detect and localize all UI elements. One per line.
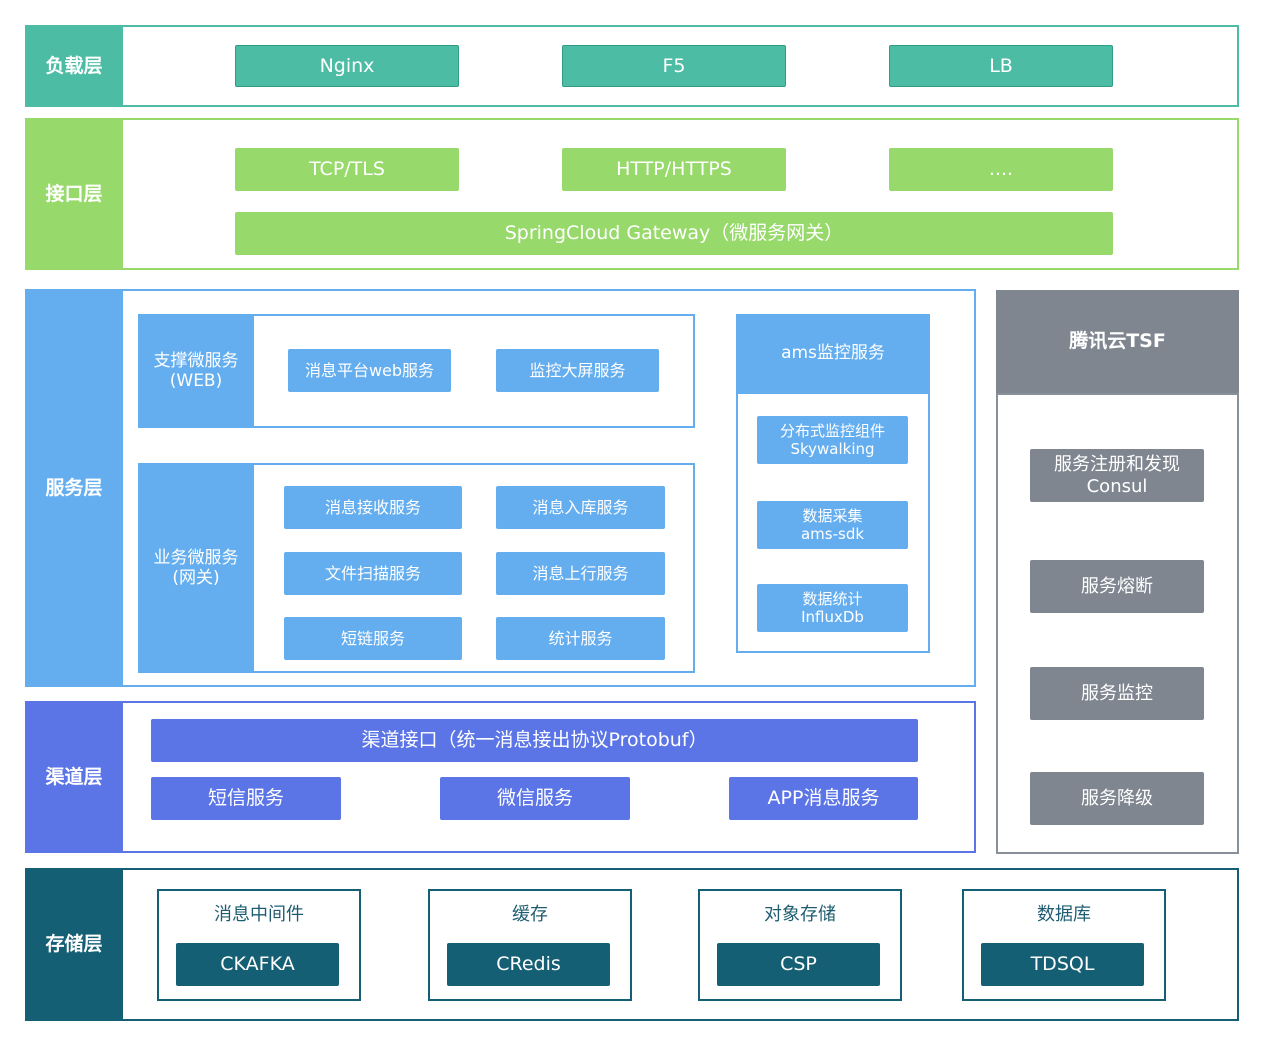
- load-item-nginx: Nginx: [235, 45, 459, 87]
- tsf-item-breaker: 服务熔断: [1030, 560, 1204, 613]
- business-item-store: 消息入库服务: [496, 486, 665, 529]
- interface-layer-label: 接口层: [25, 118, 123, 270]
- business-item-receive: 消息接收服务: [284, 486, 462, 529]
- ams-item-sdk: 数据采集 ams-sdk: [757, 501, 908, 549]
- service-layer-label: 服务层: [25, 289, 123, 687]
- tsf-item-degrade: 服务降级: [1030, 772, 1204, 825]
- ams-skywalking-line2: Skywalking: [790, 440, 875, 458]
- storage-group-db-title: 数据库: [1037, 904, 1091, 926]
- ams-item-influxdb: 数据统计 InfluxDb: [757, 584, 908, 632]
- storage-group-oss: [698, 889, 902, 1001]
- storage-group-mq: [157, 889, 361, 1001]
- business-item-scan: 文件扫描服务: [284, 552, 462, 595]
- support-item-web: 消息平台web服务: [288, 349, 451, 392]
- ams-skywalking-line1: 分布式监控组件: [779, 422, 885, 440]
- support-label-line1: 支撑微服务: [153, 350, 239, 371]
- tsf-registry-line1: 服务注册和发现: [1054, 453, 1180, 475]
- storage-group-db: [962, 889, 1166, 1001]
- business-item-shortlink: 短链服务: [284, 617, 462, 660]
- tsf-item-registry: 服务注册和发现 Consul: [1030, 449, 1204, 502]
- business-label-line2: (网关): [172, 568, 220, 588]
- storage-group-oss-title: 对象存储: [764, 904, 836, 926]
- channel-interface-bar: 渠道接口（统一消息接出协议Protobuf）: [151, 719, 918, 762]
- business-label-line1: 业务微服务: [153, 547, 239, 568]
- load-item-lb: LB: [889, 45, 1113, 87]
- load-item-f5: F5: [562, 45, 786, 87]
- storage-group-cache: [428, 889, 632, 1001]
- load-layer-label: 负载层: [25, 25, 123, 107]
- business-group-label: 业务微服务 (网关): [138, 463, 254, 673]
- storage-layer-label: 存储层: [25, 868, 123, 1021]
- tsf-frame: [996, 393, 1239, 854]
- gateway-bar: SpringCloud Gateway（微服务网关）: [235, 212, 1113, 255]
- ams-group-frame: [736, 392, 930, 653]
- storage-item-tdsql: TDSQL: [981, 943, 1144, 986]
- channel-item-app: APP消息服务: [729, 777, 918, 820]
- channel-item-wechat: 微信服务: [440, 777, 630, 820]
- storage-item-ckafka: CKAFKA: [176, 943, 339, 986]
- ams-item-skywalking: 分布式监控组件 Skywalking: [757, 416, 908, 464]
- channel-layer-label: 渠道层: [25, 701, 123, 853]
- storage-item-csp: CSP: [717, 943, 880, 986]
- ams-influxdb-line1: 数据统计: [802, 590, 863, 608]
- ams-sdk-line2: ams-sdk: [800, 525, 865, 543]
- interface-item-http: HTTP/HTTPS: [562, 148, 786, 191]
- support-item-screen: 监控大屏服务: [496, 349, 659, 392]
- ams-influxdb-line2: InfluxDb: [801, 608, 864, 626]
- interface-item-tcp: TCP/TLS: [235, 148, 459, 191]
- tsf-title: 腾讯云TSF: [996, 290, 1239, 393]
- business-item-stats: 统计服务: [496, 617, 665, 660]
- storage-group-mq-title: 消息中间件: [214, 904, 304, 926]
- storage-group-cache-title: 缓存: [512, 904, 548, 926]
- ams-sdk-line1: 数据采集: [802, 507, 863, 525]
- ams-title: ams监控服务: [736, 314, 930, 392]
- tsf-item-monitor: 服务监控: [1030, 667, 1204, 720]
- support-label-line2: (WEB): [169, 371, 223, 391]
- channel-item-sms: 短信服务: [151, 777, 341, 820]
- support-group-label: 支撑微服务 (WEB): [138, 314, 254, 428]
- business-item-uplink: 消息上行服务: [496, 552, 665, 595]
- interface-item-more: ....: [889, 148, 1113, 191]
- storage-item-credis: CRedis: [447, 943, 610, 986]
- tsf-registry-line2: Consul: [1086, 475, 1148, 497]
